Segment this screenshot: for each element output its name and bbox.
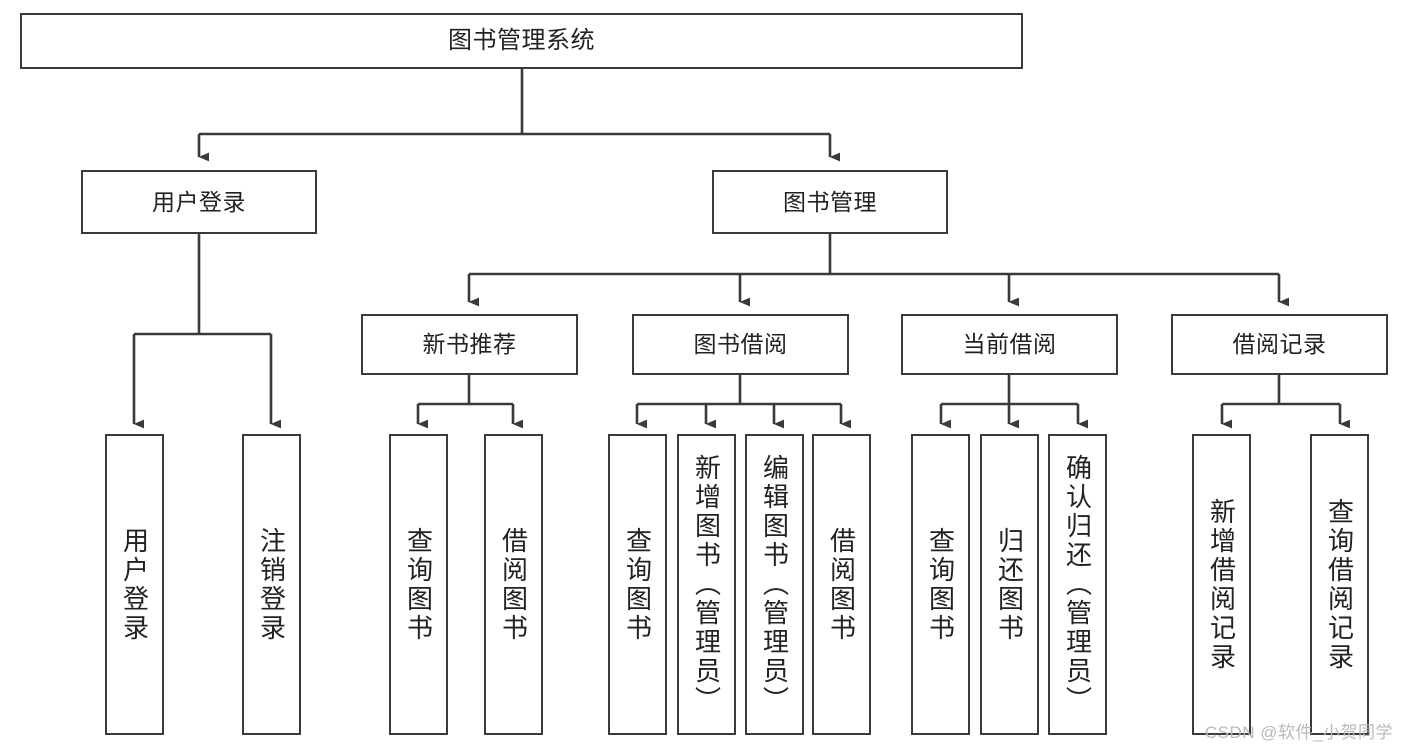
node-label: 用户登录: [152, 188, 246, 215]
node-label: 图书管理系统: [448, 27, 595, 55]
node-label: 借阅图书: [826, 526, 857, 643]
node-label: 图书借阅: [693, 331, 788, 358]
node-label: 新书推荐: [422, 331, 517, 358]
node-label: 确认归还（管理员）: [1062, 454, 1093, 715]
node-label: 查询图书: [403, 526, 434, 643]
leaf-book-borrow-borrow-book[interactable]: 借阅图书: [812, 434, 871, 735]
leaf-current-borrow-query-book[interactable]: 查询图书: [911, 434, 970, 735]
node-label: 新增图书（管理员）: [691, 454, 722, 715]
leaf-borrow-record-add-record[interactable]: 新增借阅记录: [1192, 434, 1251, 735]
node-borrow-record[interactable]: 借阅记录: [1171, 314, 1388, 375]
node-label: 注销登录: [256, 526, 287, 643]
node-user-login[interactable]: 用户登录: [81, 170, 317, 234]
leaf-new-book-borrow-book[interactable]: 借阅图书: [484, 434, 543, 735]
node-label: 借阅记录: [1232, 331, 1327, 358]
node-root-book-management-system[interactable]: 图书管理系统: [20, 13, 1023, 69]
leaf-borrow-record-query-record[interactable]: 查询借阅记录: [1310, 434, 1369, 735]
csdn-watermark: CSDN @软件_小贺同学: [1204, 723, 1393, 742]
node-book-management[interactable]: 图书管理: [712, 170, 948, 234]
node-current-borrow[interactable]: 当前借阅: [901, 314, 1118, 375]
node-new-book-recommendation[interactable]: 新书推荐: [361, 314, 578, 375]
node-label: 用户登录: [119, 526, 150, 643]
leaf-user-login-login[interactable]: 用户登录: [105, 434, 164, 735]
leaf-current-borrow-confirm-return-admin[interactable]: 确认归还（管理员）: [1048, 434, 1107, 735]
node-label: 当前借阅: [962, 331, 1057, 358]
node-label: 查询图书: [925, 526, 956, 643]
leaf-current-borrow-return-book[interactable]: 归还图书: [980, 434, 1039, 735]
node-label: 借阅图书: [498, 526, 529, 643]
leaf-new-book-query-book[interactable]: 查询图书: [389, 434, 448, 735]
leaf-book-borrow-add-book-admin[interactable]: 新增图书（管理员）: [677, 434, 736, 735]
node-label: 查询借阅记录: [1324, 497, 1355, 672]
node-label: 图书管理: [783, 188, 877, 215]
node-label: 编辑图书（管理员）: [759, 454, 790, 715]
leaf-book-borrow-edit-book-admin[interactable]: 编辑图书（管理员）: [745, 434, 804, 735]
node-book-borrow[interactable]: 图书借阅: [632, 314, 849, 375]
leaf-user-login-logout[interactable]: 注销登录: [242, 434, 301, 735]
node-label: 查询图书: [622, 526, 653, 643]
leaf-book-borrow-query-book[interactable]: 查询图书: [608, 434, 667, 735]
node-label: 新增借阅记录: [1206, 497, 1237, 672]
node-label: 归还图书: [994, 526, 1025, 643]
